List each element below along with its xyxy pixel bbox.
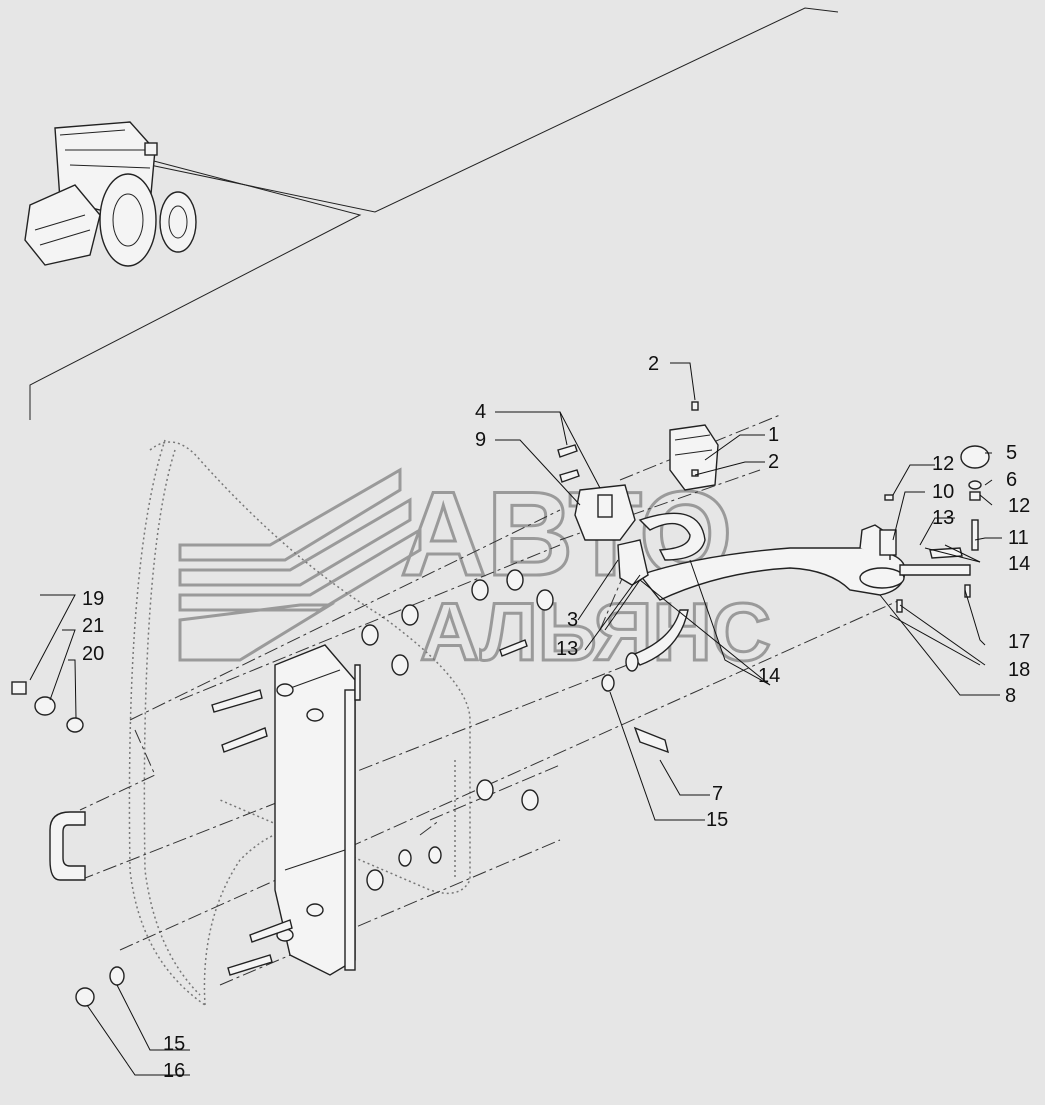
callout-14: 14 [1008,553,1030,575]
callout-18: 18 [1008,659,1030,681]
callout-14-lower: 14 [758,665,780,687]
bottom-cap [75,966,125,1007]
leader-lines [29,362,1002,1076]
watermark: АВТО АЛЬЯНС [178,466,772,680]
callouts: 2 4 9 1 2 12 5 6 10 12 13 11 14 19 21 20… [82,353,1030,1082]
callout-17: 17 [1008,631,1030,653]
callout-11: 11 [1008,527,1029,549]
callout-4: 4 [475,401,486,423]
callout-13: 13 [932,507,954,529]
bent-pipe [625,512,706,672]
callout-15: 15 [706,809,728,831]
callout-5: 5 [1006,442,1017,464]
bracket-bolts [211,639,528,976]
callout-19: 19 [82,588,104,610]
callout-15-bottom: 15 [163,1033,185,1055]
tyre-silhouette [128,439,471,1006]
support-bracket [274,644,361,976]
callout-1: 1 [768,424,779,446]
clamp-and-washer [601,674,669,754]
callout-21: 21 [82,615,104,637]
callout-8: 8 [1005,685,1016,707]
callout-9: 9 [475,429,486,451]
tube-loop [49,811,86,881]
callout-10: 10 [932,481,954,503]
valve-assembly [557,401,719,586]
callout-7: 7 [712,783,723,805]
callout-13-lower: 13 [556,638,578,660]
callout-3: 3 [567,609,578,631]
callout-16: 16 [163,1060,185,1082]
washers [361,569,554,891]
watermark-logo [178,467,422,662]
callout-2-lower: 2 [768,451,779,473]
tractor-thumbnail [24,121,197,267]
callout-20: 20 [82,643,104,665]
lower-left-hardware [11,681,84,733]
callout-6: 6 [1006,469,1017,491]
callout-12-right: 12 [1008,495,1030,517]
callout-2: 2 [648,353,659,375]
watermark-line2: АЛЬЯНС [420,587,771,678]
section-outline [29,7,839,420]
part-8-pipe [638,524,906,601]
callout-12: 12 [932,453,954,475]
